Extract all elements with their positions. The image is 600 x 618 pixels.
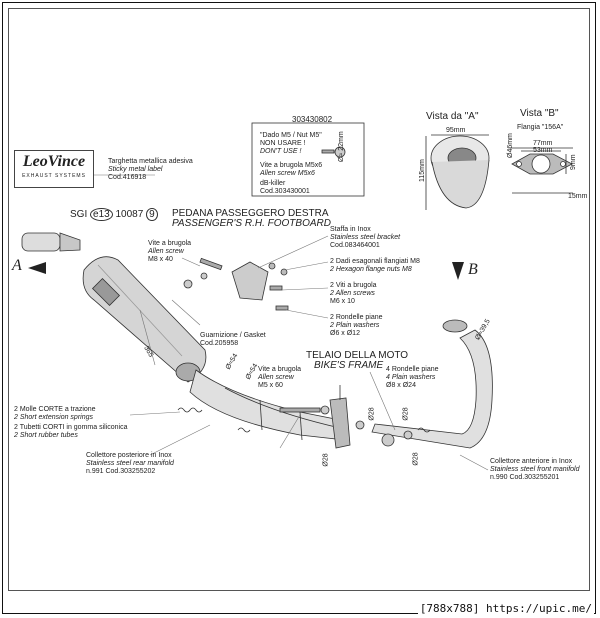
washers-it: 2 Rondelle piane [330,314,383,321]
leovince-logo: LeoVince EXHAUST SYSTEMS [14,150,94,188]
view-b-letter: B [468,261,478,278]
washers-size: Ø6 x Ø12 [330,330,360,337]
silencer-end-body [431,159,490,209]
washers4-size: Ø8 x Ø24 [386,382,416,389]
dim-53: 53mm [533,147,553,154]
view-a-arrow [28,262,46,274]
allen-m8-en: Allen screw [148,248,184,255]
gasket-cod: Cod.205958 [200,340,239,347]
inset-line2: NON USARE ! [260,140,306,147]
inset-dim: Ø≈ 22mm [338,131,345,162]
inset-line3: DON'T USE ! [260,148,302,155]
header-pipe-left [21,232,61,252]
homologation-number: 10087 [115,209,144,220]
springs-it: 2 Molle CORTE a trazione [14,406,96,413]
view-b-subtitle: Flangia "156A" [517,124,564,131]
footboard-en: PASSENGER'S R.H. FOOTBOARD [172,218,331,229]
inset-line6: dB-killer [260,180,286,187]
washers4-it: 4 Rondelle piane [386,366,439,373]
inset-part-number: 303430802 [292,115,333,124]
nuts-en: 2 Hexagon flange nuts M8 [330,266,412,273]
homologation: SGI e13 10087 9 [70,208,158,221]
front-manifold-it: Collettore anteriore in Inox [490,458,573,465]
logo-subtext: EXHAUST SYSTEMS [22,173,86,179]
view-b-arrow [452,262,464,280]
allen-m5-en: Allen screw [258,374,294,381]
dim-77: 77mm [533,140,553,147]
screws-en: 2 Allen screws [330,290,375,297]
allen-m5-it: Vite a brugola [258,366,302,373]
rear-manifold-it: Collettore posteriore in Inox [86,452,172,459]
inset-box [251,122,365,197]
homologation-mark: e13 [90,208,113,221]
view-b-title: Vista "B" [520,108,559,119]
springs-en: 2 Short extension springs [14,414,93,421]
dim-115: 115mm [419,159,426,182]
inset-line7: Cod.303430001 [260,188,310,195]
view-a-title: Vista da "A" [426,111,479,122]
allen-screw-m8 [199,257,223,271]
bike-frame-tab [329,397,351,449]
frame-en: BIKE'S FRAME [314,360,384,371]
inset-line4: Vite a brugola M5x6 [260,162,323,169]
dim-95: 95mm [446,127,466,134]
dim-9: 9mm [570,154,577,170]
gasket-it: Guarnizione / Gasket [200,332,266,339]
rear-manifold-en: Stainless steel rear manifold [86,460,174,467]
allen-m8-it: Vite a brugola [148,240,192,247]
front-flange [442,319,468,333]
dim-28b: Ø28 [368,407,376,421]
muffler-label-plate [91,277,121,307]
dim-15: 15mm [568,193,588,200]
dim-46: Ø46mm [507,133,514,158]
dim-28c: Ø28 [402,407,410,421]
muffler [82,256,207,383]
metal-label-cod: Cod.416918 [108,174,147,181]
nuts-it: 2 Dadi esagonali flangiati M8 [330,258,420,265]
tubes-it: 2 Tubetti CORTI in gomma siliconica [14,424,128,431]
washers4-en: 4 Plain washers [386,374,436,381]
homologation-text: SGI [70,209,88,220]
allen-screw-m5 [279,407,321,413]
bracket-cod: Cod.083464001 [330,242,380,249]
bracket [231,261,269,301]
dim-28d: Ø28 [412,452,420,466]
front-manifold-en: Stainless steel front manifold [490,466,580,473]
metal-label-en: Sticky metal label [108,166,163,173]
homologation-suffix: 9 [146,208,158,221]
screws-it: 2 Viti a brugola [330,282,377,289]
frame-it: TELAIO DELLA MOTO [306,350,409,361]
front-manifold-cod: n.990 Cod.303255201 [490,474,560,481]
footboard-it: PEDANA PASSEGGERO DESTRA [172,208,329,219]
inset-line5: Allen screw M5x6 [260,170,315,177]
allen-m8-size: M8 x 40 [148,256,173,263]
bracket-en: Stainless steel bracket [330,234,401,241]
inner-frame [8,8,590,591]
tubes-en: 2 Short rubber tubes [14,432,78,439]
view-a-letter: A [12,257,22,274]
bracket-it: Staffa in Inox [330,226,371,233]
rear-manifold-cod: n.991 Cod.303255202 [86,468,156,475]
watermark: [788x788] https://upic.me/ [417,602,594,615]
screws-size: M6 x 10 [330,298,355,305]
metal-label-it: Targhetta metallica adesiva [108,158,193,165]
inset-line1: "Dado M5 / Nut M5" [260,132,322,139]
logo-text: LeoVince [22,153,86,170]
dim-28a: Ø28 [322,453,330,467]
front-manifold [371,329,493,449]
washers-en: 2 Plain washers [330,322,380,329]
extension-spring [177,407,203,413]
allen-m5-size: M5 x 60 [258,382,283,389]
